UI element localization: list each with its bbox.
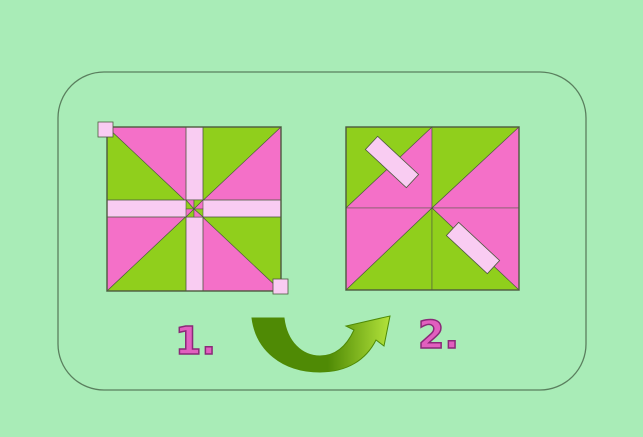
step-2-label: 2.	[418, 313, 459, 357]
corner-square-top-left	[98, 122, 113, 137]
quilt-block-step-2	[346, 127, 519, 290]
quilt-block-step-1	[98, 122, 288, 294]
corner-square-bottom-right	[273, 279, 288, 294]
step-1-label: 1.	[175, 319, 216, 363]
